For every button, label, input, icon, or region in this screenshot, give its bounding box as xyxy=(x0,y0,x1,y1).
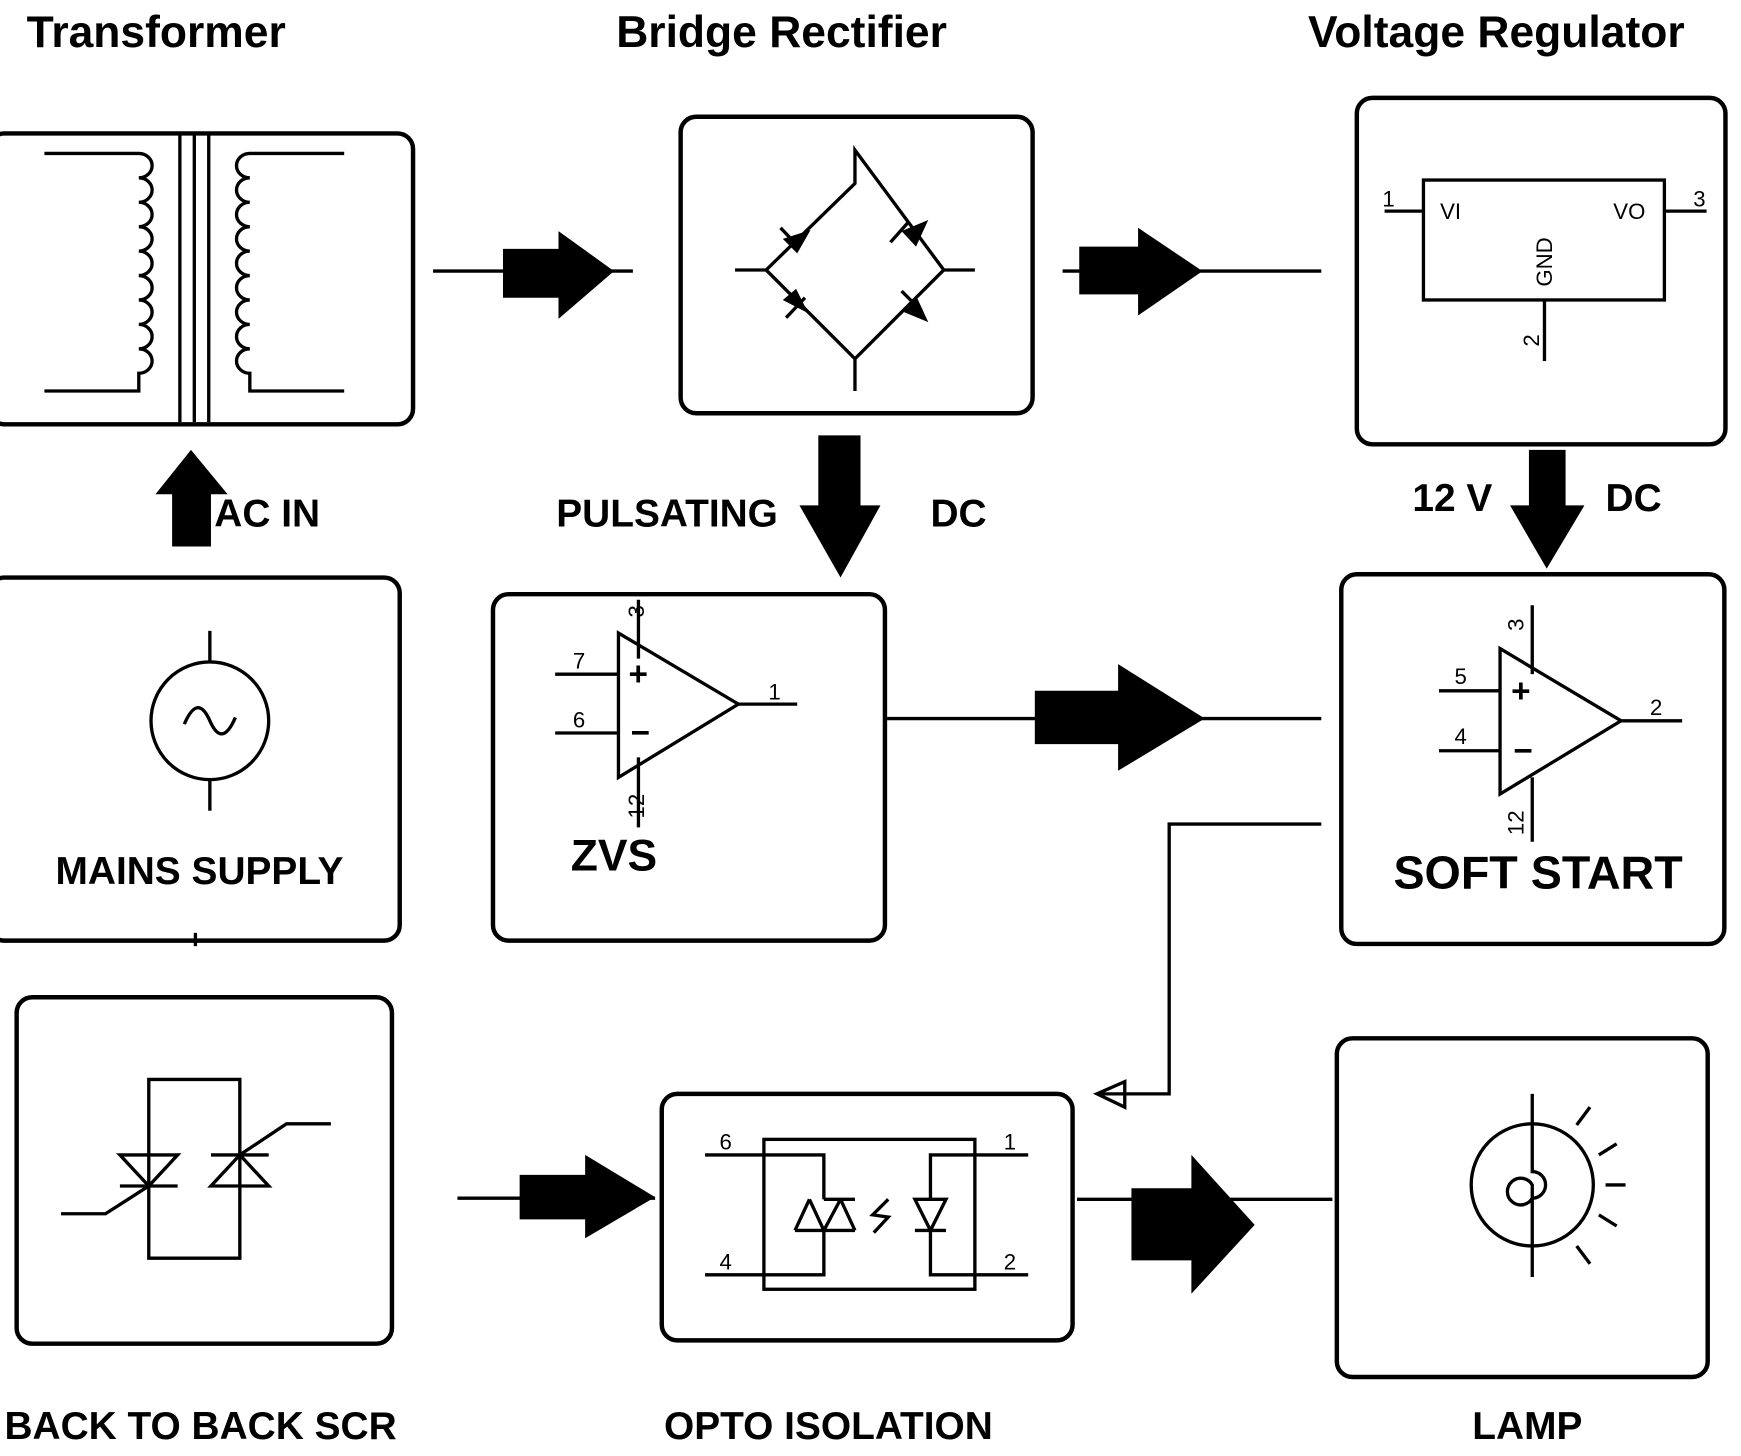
pin-number: 6 xyxy=(573,707,585,732)
scr-label: BACK TO BACK SCR xyxy=(4,1405,396,1448)
pin-label: GND xyxy=(1532,237,1557,286)
pin-number: 3 xyxy=(624,605,649,617)
primary-coil xyxy=(44,151,154,393)
opto-isolation-block: 6 4 1 2 xyxy=(659,1091,1075,1343)
arrow-left-icon xyxy=(1093,1079,1127,1110)
plus-sign: + xyxy=(628,656,647,693)
pin-number: 6 xyxy=(719,1129,731,1154)
pin-number: 1 xyxy=(768,680,780,705)
pin-number: 3 xyxy=(1693,187,1705,212)
voltage-regulator-block: VI VO GND 1 3 2 xyxy=(1354,95,1728,447)
arrow-up-icon xyxy=(155,449,228,547)
mains-supply-label: MAINS SUPPLY xyxy=(56,850,344,893)
bridge-rectifier-block xyxy=(678,114,1035,416)
zvs-label: ZVS xyxy=(571,832,657,881)
arrow-right-icon xyxy=(1034,664,1205,771)
back-to-back-scr-block xyxy=(14,995,395,1346)
arrow-right-icon xyxy=(1131,1154,1255,1294)
pin-number: 12 xyxy=(624,794,649,819)
minus-sign: − xyxy=(631,715,650,752)
arrow-down-icon xyxy=(1510,449,1585,569)
transformer-block xyxy=(0,131,416,427)
pin-number: 12 xyxy=(1503,810,1528,835)
12v-label: 12 V xyxy=(1412,477,1492,520)
pin-number: 2 xyxy=(1004,1249,1016,1274)
pulsating-label: PULSATING xyxy=(556,492,778,535)
secondary-coil xyxy=(234,151,345,393)
arrow-right-icon xyxy=(502,231,615,319)
opto-label: OPTO ISOLATION xyxy=(664,1405,993,1448)
pin-label: VI xyxy=(1440,199,1461,224)
title-transformer: Transformer xyxy=(27,8,286,57)
zvs-block: + − 7 6 1 3 12 ZVS xyxy=(490,591,888,943)
dc-label: DC xyxy=(930,492,986,535)
pin-number: 1 xyxy=(1382,187,1394,212)
soft-start-label: SOFT START xyxy=(1393,846,1682,898)
lamp-block xyxy=(1334,1036,1710,1380)
pin-number: 4 xyxy=(1455,724,1467,749)
arrow-down-icon xyxy=(799,435,881,578)
pin-number: 2 xyxy=(1519,334,1544,346)
pin-number: 5 xyxy=(1455,664,1467,689)
feedback-line xyxy=(1099,822,1322,1096)
pin-label: VO xyxy=(1613,199,1645,224)
soft-start-block: + − 5 4 2 3 12 SOFT START xyxy=(1339,571,1727,947)
minus-sign: − xyxy=(1513,733,1532,770)
arrow-right-icon xyxy=(1079,227,1203,316)
mains-supply-block: MAINS SUPPLY xyxy=(0,575,402,947)
arrow-right-icon xyxy=(519,1154,656,1239)
pin-number: 1 xyxy=(1004,1129,1016,1154)
pin-number: 4 xyxy=(719,1249,731,1274)
pin-number: 2 xyxy=(1650,695,1662,720)
pin-number: 7 xyxy=(573,649,585,674)
dc-label: DC xyxy=(1606,477,1662,520)
lamp-label: LAMP xyxy=(1472,1405,1582,1448)
title-rectifier: Bridge Rectifier xyxy=(616,8,947,57)
ac-in-label: AC IN xyxy=(214,492,320,535)
title-regulator: Voltage Regulator xyxy=(1308,8,1685,57)
plus-sign: + xyxy=(1511,673,1530,710)
pin-number: 3 xyxy=(1503,619,1528,631)
